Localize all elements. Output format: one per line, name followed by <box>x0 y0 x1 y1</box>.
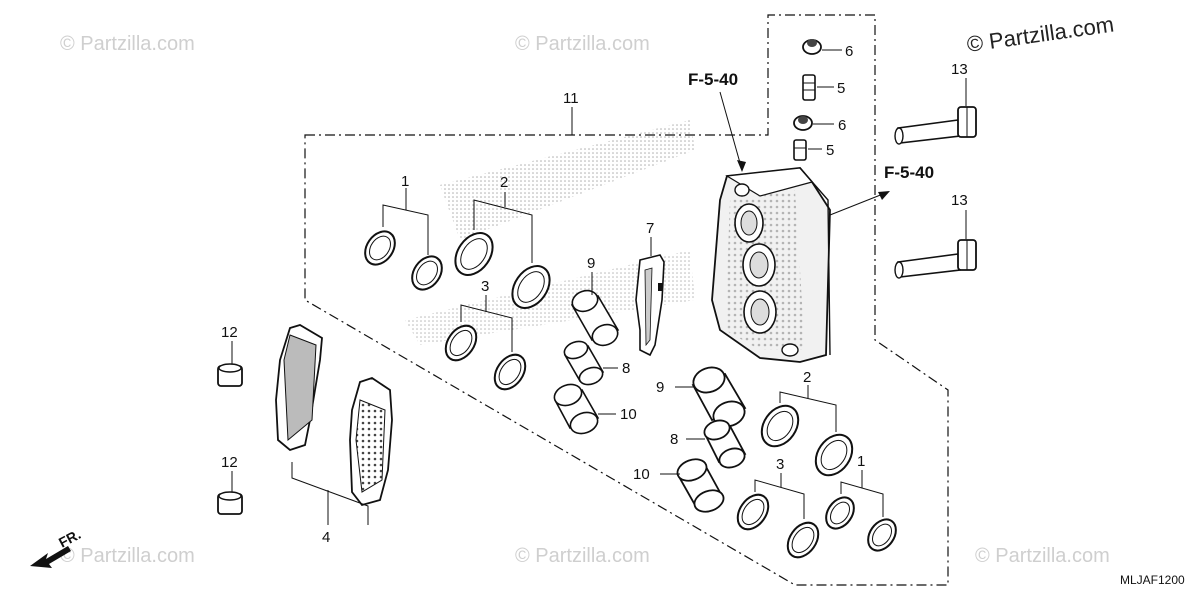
callout-6: 6 <box>845 43 853 60</box>
callout-9: 9 <box>656 379 664 396</box>
callout-13: 13 <box>951 192 968 209</box>
callout-3: 3 <box>481 278 489 295</box>
shade-area <box>405 250 695 345</box>
shade-area <box>440 120 695 240</box>
seal-3-right <box>736 493 820 559</box>
seal-2-left <box>454 232 551 309</box>
callout-5: 5 <box>837 80 845 97</box>
callout-13: 13 <box>951 61 968 78</box>
seal-2-right <box>760 404 854 477</box>
piston-9-right <box>691 366 747 428</box>
brake-pad-4-rear <box>349 377 393 507</box>
callout-4: 4 <box>322 529 330 546</box>
brake-pad-4-front <box>275 324 323 452</box>
callout-12: 12 <box>221 324 238 341</box>
diagram-code: MLJAF1200 <box>1120 573 1185 587</box>
pad-pin-12 <box>217 363 243 387</box>
callout-12: 12 <box>221 454 238 471</box>
watermark-text: © Partzilla.com <box>515 33 650 55</box>
callout-2: 2 <box>803 369 811 386</box>
callout-10: 10 <box>633 466 650 483</box>
watermark-main: © Partzilla.com <box>965 12 1115 57</box>
caliper-bolt-13 <box>894 239 977 279</box>
watermark-text: © Partzilla.com <box>975 545 1110 567</box>
callout-2: 2 <box>500 174 508 191</box>
piston-9-left <box>570 289 620 347</box>
ref-label-top: F-5-40 <box>688 70 738 89</box>
watermark-text: © Partzilla.com <box>515 545 650 567</box>
callout-8: 8 <box>670 431 678 448</box>
callout-9: 9 <box>587 255 595 272</box>
callout-8: 8 <box>622 360 630 377</box>
watermark-layer: © Partzilla.com © Partzilla.com © Partzi… <box>60 33 1110 567</box>
seal-1-left <box>364 230 443 291</box>
callout-7: 7 <box>646 220 654 237</box>
watermark-text: © Partzilla.com <box>60 545 195 567</box>
piston-10-right <box>676 458 725 513</box>
callout-5: 5 <box>826 142 834 159</box>
caliper-body <box>711 167 831 363</box>
bleeder-cap-6 <box>802 39 822 55</box>
callout-6: 6 <box>838 117 846 134</box>
seal-1-right <box>825 496 897 552</box>
callout-11: 11 <box>563 90 579 107</box>
bleeder-screw-5 <box>802 74 816 101</box>
callout-1: 1 <box>857 453 865 470</box>
pad-pin-12 <box>217 491 243 515</box>
callout-10: 10 <box>620 406 637 423</box>
bleeder-cap-6 <box>793 115 813 131</box>
callout-1: 1 <box>401 173 409 190</box>
piston-8-left <box>563 340 605 386</box>
front-arrow-icon <box>30 546 71 568</box>
piston-8-right <box>703 419 747 469</box>
ref-label-right: F-5-40 <box>884 163 934 182</box>
callout-3: 3 <box>776 456 784 473</box>
assembly-outline <box>304 14 949 586</box>
seal-3-left <box>444 324 527 391</box>
caliper-bolt-13 <box>894 106 977 145</box>
watermark-text: © Partzilla.com <box>60 33 195 55</box>
bleeder-screw-5 <box>793 139 807 161</box>
pad-spring-7 <box>635 254 665 357</box>
piston-10-left <box>553 383 600 435</box>
